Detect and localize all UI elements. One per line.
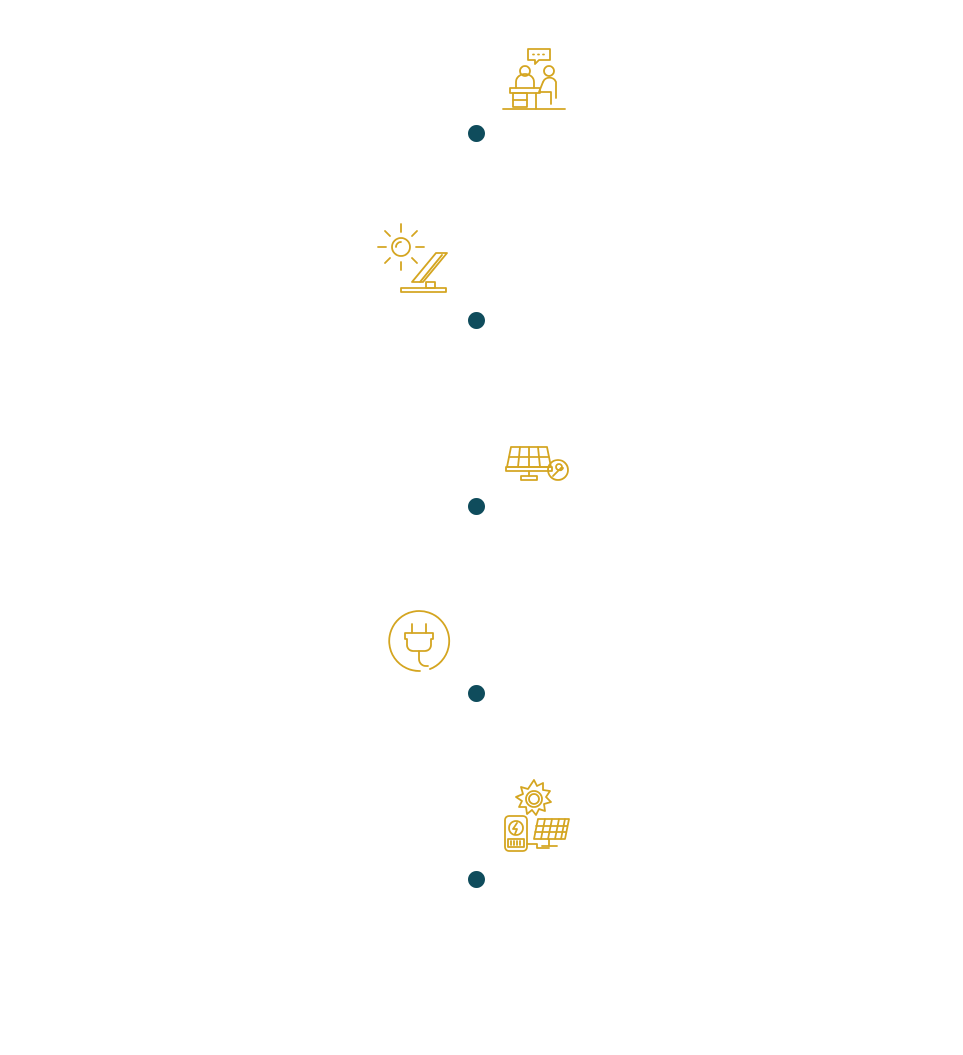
timeline-dot-5 (468, 871, 485, 888)
power-plug-icon (386, 607, 452, 675)
timeline-dot-1 (468, 125, 485, 142)
solar-panel-wrench-icon (503, 443, 573, 485)
solar-system-meter-icon (501, 778, 573, 856)
timeline-dot-2 (468, 312, 485, 329)
timeline-dot-4 (468, 685, 485, 702)
sun-solar-panel-icon (374, 222, 450, 296)
timeline-dot-3 (468, 498, 485, 515)
consultation-icon (500, 46, 568, 114)
